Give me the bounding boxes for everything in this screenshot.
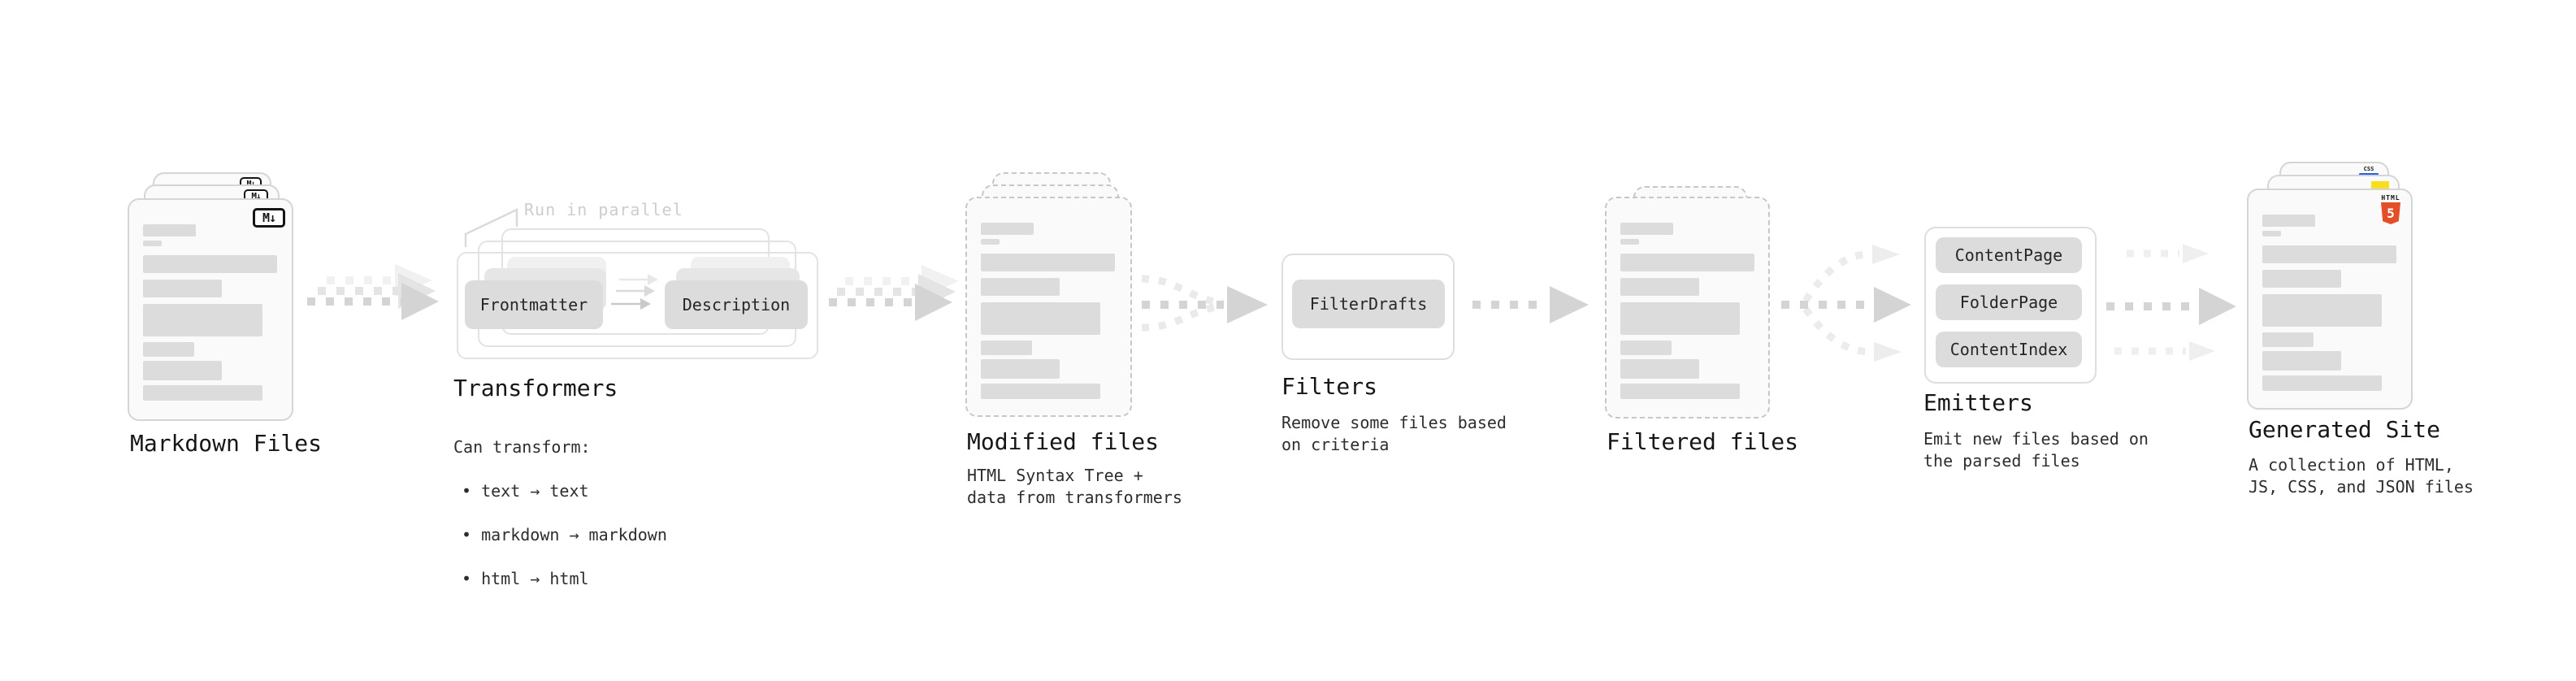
transformers-bullet: • text → text [462,481,589,501]
run-in-parallel-annotation: Run in parallel [524,200,683,219]
doc-text-bar [143,224,196,236]
doc-text-bars [1607,198,1768,417]
arrow-markdown-to-transformers [307,264,439,320]
doc-text-bar [143,342,194,357]
arrow-filters-to-filtered [1472,286,1589,323]
doc-text-bar [2262,245,2396,263]
stage-label-filters: Filters [1281,373,1378,400]
doc-text-bars [2249,190,2411,408]
arrow-emitters-to-generated [2106,244,2236,361]
doc-text-bar [1620,254,1754,271]
doc-text-bar [2262,351,2341,371]
doc-text-bar [2262,294,2382,327]
modified-file-card-front [965,197,1132,417]
transformers-desc-title: Can transform: [453,437,591,457]
doc-text-bar [981,359,1060,379]
arrow-filtered-to-emitters [1781,245,1911,362]
doc-text-bar [143,361,222,380]
generated-file-card-html: HTML 5 [2247,189,2413,410]
frontmatter-pill: Frontmatter [465,280,603,329]
stage-label-transformers: Transformers [453,375,618,401]
stage-label-generated-site: Generated Site [2249,416,2441,443]
doc-text-bar [143,304,262,336]
doc-text-bar [143,241,162,246]
stage-label-modified-files: Modified files [967,428,1160,455]
content-page-pill: ContentPage [1936,237,2082,273]
doc-text-bar [1620,384,1740,399]
doc-text-bar [143,280,222,297]
doc-text-bar [2262,375,2382,391]
doc-text-bar [2262,270,2341,288]
doc-text-bar [2262,332,2314,347]
doc-text-bar [143,385,262,401]
stage-label-filtered-files: Filtered files [1607,428,1799,455]
description-pill: Description [665,280,808,329]
emitters-description: Emit new files based on the parsed files [1923,429,2149,471]
doc-text-bar [981,384,1100,399]
markdown-file-card-front: M↓ [128,198,293,421]
javascript-icon [2371,181,2389,190]
doc-text-bars [129,200,292,419]
arrow-modified-to-filters [1141,275,1268,332]
transformer-inner-arrows [611,274,658,310]
transformers-description: Can transform: • text → text • markdown … [453,414,667,612]
filters-description: Remove some files based on criteria [1281,413,1507,454]
doc-text-bar [981,223,1034,235]
filter-drafts-pill: FilterDrafts [1292,280,1445,328]
doc-text-bars [967,198,1130,415]
doc-text-bar [2262,231,2281,236]
filtered-file-card-front [1605,197,1770,419]
arrow-transformers-to-modified [829,265,959,321]
doc-text-bar [981,278,1060,296]
doc-text-bar [981,340,1032,355]
css3-icon: CSS [2359,166,2379,176]
transformers-bullet: • markdown → markdown [462,525,667,544]
stage-label-markdown-files: Markdown Files [130,430,323,457]
doc-text-bar [1620,223,1673,235]
doc-text-bar [981,239,1000,245]
stage-label-emitters: Emitters [1923,389,2033,416]
transformer-layer-front [457,252,818,359]
transformers-bullet: • html → html [462,569,589,588]
doc-text-bar [2262,215,2315,227]
generated-site-description: A collection of HTML, JS, CSS, and JSON … [2249,455,2474,497]
doc-text-bar [981,254,1115,271]
doc-text-bar [1620,278,1699,296]
modified-files-description: HTML Syntax Tree + data from transformer… [967,466,1182,507]
folder-page-pill: FolderPage [1936,284,2082,320]
doc-text-bar [1620,359,1699,379]
doc-text-bar [1620,340,1672,355]
html5-icon: HTML 5 [2380,194,2401,224]
doc-text-bar [1620,302,1740,335]
doc-text-bar [143,255,277,273]
doc-text-bar [981,302,1100,335]
content-index-pill: ContentIndex [1936,332,2082,367]
doc-text-bar [1620,239,1639,245]
run-in-parallel-connector [464,208,518,247]
markdown-icon: M↓ [253,208,285,228]
